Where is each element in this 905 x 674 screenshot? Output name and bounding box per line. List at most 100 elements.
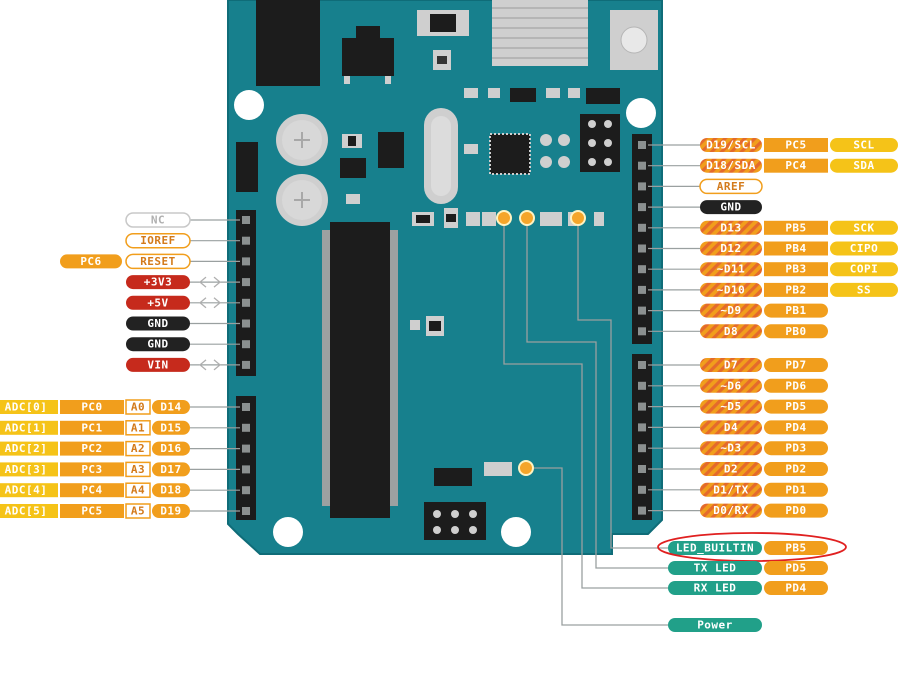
- power-pin-label: [126, 337, 190, 352]
- analog-pin-name: A3: [131, 463, 145, 476]
- adc-label: [0, 462, 58, 477]
- power-pin-label: [126, 357, 190, 372]
- port-name: PC3: [81, 463, 102, 476]
- led-traces: [503, 218, 668, 626]
- power-pin-name: NC: [151, 214, 165, 227]
- port-name: PD4: [785, 421, 806, 434]
- digital-pin-name: D14: [160, 401, 181, 414]
- port-name: PD5: [785, 400, 806, 413]
- adc-label: [0, 400, 58, 414]
- port-label: [764, 262, 828, 277]
- analog-pin-name: A5: [131, 505, 145, 518]
- pin-socket: [242, 340, 250, 349]
- port-name: PD4: [785, 582, 806, 595]
- digital-pin-label: [152, 483, 190, 498]
- voltage-regulator-tab: [356, 26, 380, 40]
- led-name: TX LED: [694, 562, 737, 575]
- port-label: [764, 378, 828, 393]
- pin-socket: [638, 444, 646, 453]
- pin-name: ~D9: [720, 304, 741, 317]
- pin-socket: [638, 244, 646, 253]
- pin-socket: [242, 278, 250, 287]
- pin-socket: [242, 298, 250, 307]
- function-label: [830, 262, 898, 277]
- pin-label: [700, 158, 762, 173]
- left-analog-header: [236, 396, 256, 520]
- led-name: RX LED: [694, 582, 737, 595]
- rx-led-indicator: [496, 210, 512, 226]
- power-pin-label: [126, 275, 190, 290]
- board: [227, 0, 663, 555]
- usb-serial-chip: [489, 133, 531, 175]
- power-pin-name: +3V3: [144, 276, 173, 289]
- pin-socket: [638, 161, 646, 170]
- led-label: [668, 581, 762, 595]
- analog-pin-name: A0: [131, 401, 145, 414]
- pin-socket: [242, 216, 250, 224]
- led-builtin-indicator: [570, 210, 586, 226]
- function-label: [830, 241, 898, 256]
- function-name: SCL: [853, 139, 874, 152]
- left-power-header: [236, 210, 256, 376]
- digital-pin-label: [152, 400, 190, 414]
- analog-pin-name: A2: [131, 442, 145, 455]
- pin-label: [700, 303, 762, 318]
- pin-name: D4: [724, 421, 738, 434]
- port-name: PB1: [785, 304, 806, 317]
- arrow-icon: [198, 297, 207, 309]
- port-name: PC5: [785, 139, 806, 152]
- pin-label: [700, 399, 762, 414]
- function-label: [830, 158, 898, 173]
- pin-socket: [638, 203, 646, 212]
- port-name: PD7: [785, 359, 806, 372]
- pin-label: [700, 262, 762, 277]
- power-pin-label: [125, 253, 191, 270]
- port-name: PD1: [785, 483, 806, 496]
- port-label: [764, 303, 828, 318]
- pin-name: ~D3: [720, 442, 741, 455]
- port-name: PC2: [81, 442, 102, 455]
- port-name: PC5: [81, 505, 102, 518]
- pin-label: [700, 358, 762, 372]
- power-pin-name: RESET: [140, 255, 176, 268]
- pin-label: [700, 420, 762, 435]
- function-label: [830, 220, 898, 235]
- pin-label: [700, 503, 762, 518]
- port-name: PC6: [80, 255, 101, 268]
- pin-socket: [638, 402, 646, 411]
- digital-pin-name: D17: [160, 463, 181, 476]
- adc-name: ADC[4]: [5, 484, 48, 497]
- adc-label: [0, 420, 58, 435]
- pin-socket: [638, 361, 646, 369]
- adc-label: [0, 504, 58, 518]
- pin-socket: [242, 360, 250, 369]
- pin-name: ~D6: [720, 379, 741, 392]
- pin-socket: [638, 223, 646, 232]
- power-pin-name: +5V: [147, 296, 168, 309]
- port-label: [764, 503, 828, 518]
- analog-pin-label: [125, 482, 151, 498]
- mounting-hole: [501, 517, 531, 547]
- pin-label: [700, 482, 762, 497]
- led-label: [668, 561, 762, 575]
- capacitor: [276, 174, 328, 226]
- pin-name: D13: [720, 221, 741, 234]
- adc-label: [0, 483, 58, 498]
- pin-socket: [638, 465, 646, 473]
- port-name: PD3: [785, 442, 806, 455]
- right-header-bottom: [632, 354, 652, 520]
- capacitor: [276, 114, 328, 166]
- digital-pin-label: [152, 420, 190, 435]
- pin-name: D0/RX: [713, 504, 749, 517]
- port-label: [60, 441, 124, 456]
- power-pin-label: [125, 212, 191, 228]
- led-name: Power: [697, 619, 733, 632]
- arrow-icon: [213, 359, 222, 371]
- pin-socket: [242, 257, 250, 266]
- led-name: LED_BUILTIN: [676, 542, 754, 555]
- analog-pin-label: [125, 420, 151, 436]
- power-pin-label: [126, 316, 190, 331]
- port-name: PD0: [785, 504, 806, 517]
- mounting-hole: [626, 98, 656, 128]
- port-name: PD5: [785, 562, 806, 575]
